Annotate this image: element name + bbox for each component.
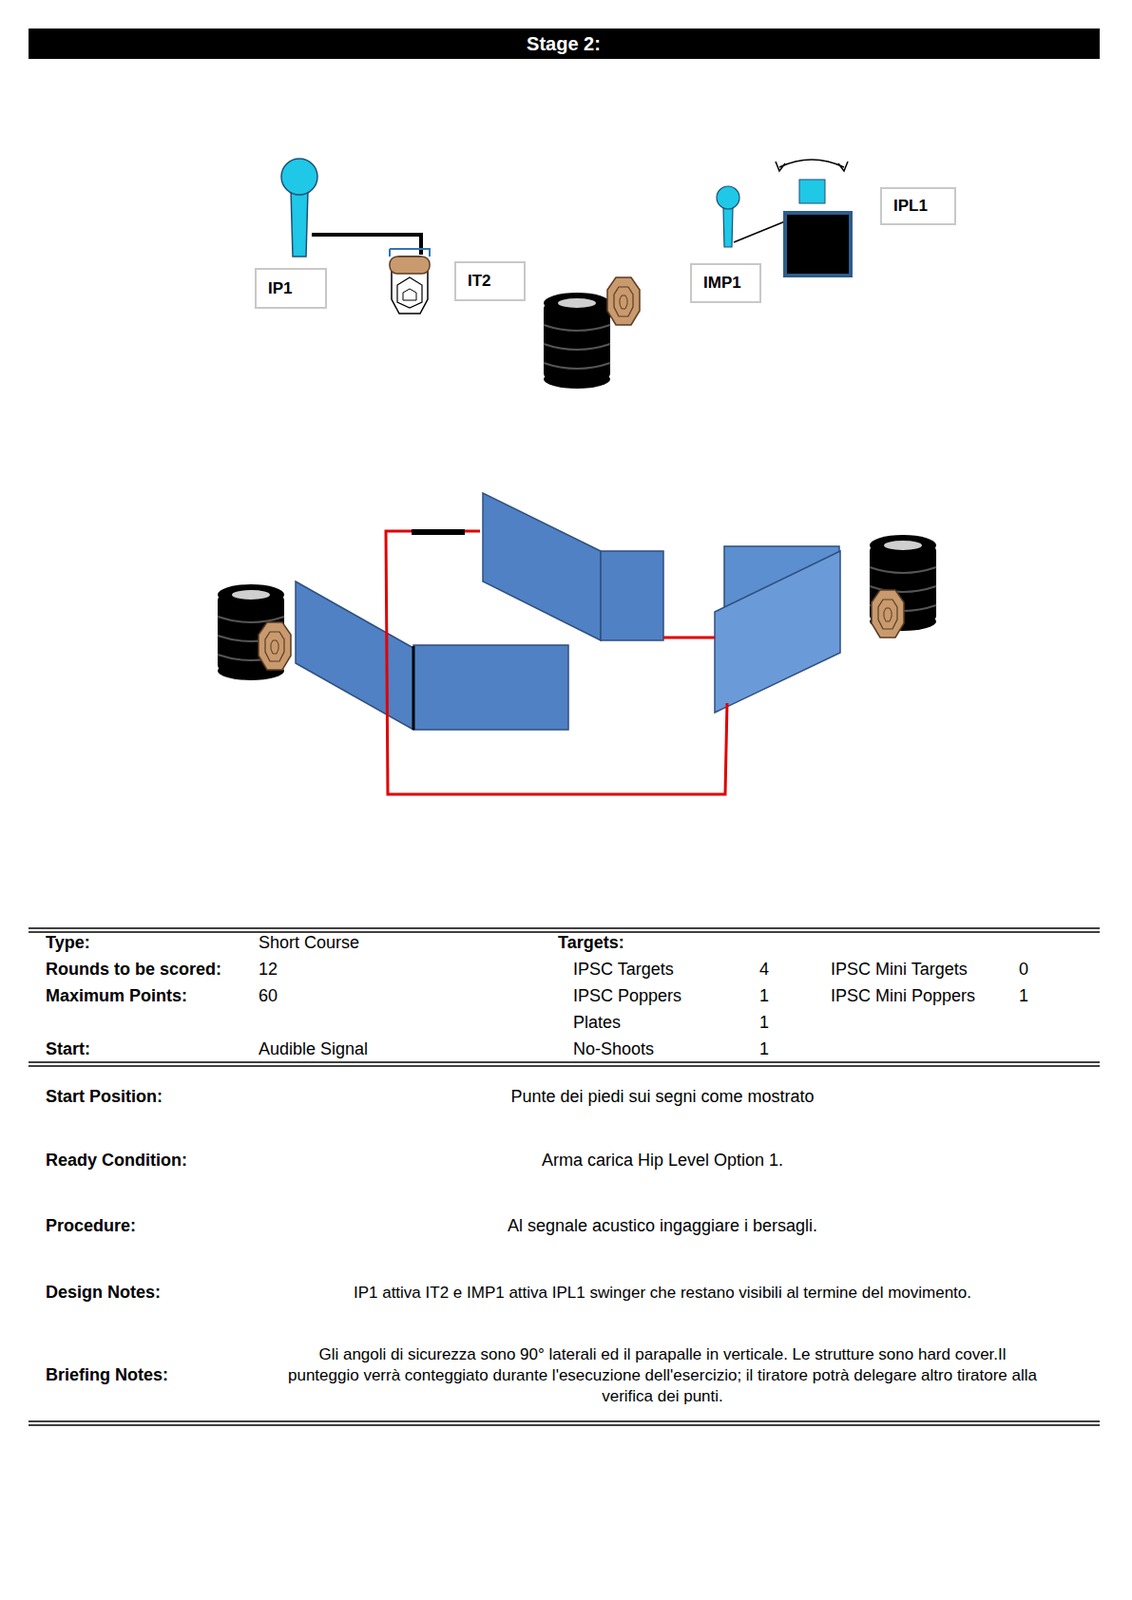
field-value: Arma carica Hip Level Option 1.	[541, 1150, 784, 1172]
target-id: IMP1	[703, 273, 760, 293]
field-name: Start Position:	[45, 1086, 163, 1109]
popper-ip1	[281, 158, 318, 257]
field-value: Punte dei piedi sui segni come mostrato	[510, 1086, 814, 1109]
field-name: Rounds to be scored:	[45, 959, 222, 981]
table-rules	[28, 928, 1100, 1426]
field-value: 1	[759, 985, 769, 1008]
field-value: 12	[258, 959, 278, 981]
target-label-box: IP1	[254, 268, 327, 309]
field-name: Targets:	[557, 932, 625, 955]
field-value: 1	[759, 1012, 769, 1035]
swinger-box	[785, 212, 851, 276]
field-name: Maximum Points:	[45, 985, 188, 1008]
ipsc-target	[871, 590, 904, 638]
field-value: IPSC Mini Targets	[830, 959, 968, 981]
target-label-box: IPL1	[880, 187, 957, 226]
fault-lines	[385, 531, 728, 795]
barricades	[295, 493, 841, 730]
activation-wire	[733, 221, 786, 243]
field-value: 4	[759, 959, 769, 981]
swinger-it2	[389, 249, 430, 314]
target-id: IPL1	[893, 196, 955, 216]
field-name: Ready Condition:	[45, 1150, 188, 1172]
field-name: Procedure:	[45, 1215, 136, 1238]
field-value: Plates	[573, 1012, 621, 1035]
field-value: Audible Signal	[258, 1038, 368, 1061]
field-value: IPSC Targets	[573, 959, 674, 981]
swing-arrow	[779, 159, 845, 168]
tire-stack	[543, 292, 611, 389]
field-value: IPSC Poppers	[573, 985, 682, 1008]
field-name: Start:	[45, 1038, 91, 1061]
field-value: Gli angoli di sicurezza sono 90° lateral…	[282, 1344, 1043, 1408]
start-mark	[411, 529, 465, 536]
steel-plate	[799, 179, 826, 204]
field-value: Short Course	[258, 932, 360, 955]
target-label-box: IMP1	[690, 263, 762, 304]
field-name: Type:	[45, 932, 91, 955]
ipsc-target	[607, 277, 640, 326]
field-value: IP1 attiva IT2 e IMP1 attiva IPL1 swinge…	[234, 1283, 1091, 1305]
target-id: IP1	[268, 279, 326, 299]
field-value: 0	[1018, 959, 1029, 981]
field-value: No-Shoots	[573, 1038, 654, 1061]
field-value: 1	[759, 1038, 769, 1061]
field-value: 1	[1018, 985, 1029, 1008]
target-label-box: IT2	[454, 261, 526, 302]
field-name: Design Notes:	[45, 1282, 161, 1305]
mini-popper-imp1	[716, 186, 740, 248]
field-value: Al segnale acustico ingaggiare i bersagl…	[507, 1215, 818, 1238]
field-value: IPSC Mini Poppers	[830, 985, 976, 1008]
title-bar	[28, 28, 1100, 59]
field-name: Briefing Notes:	[45, 1364, 169, 1387]
activation-wire	[311, 234, 422, 255]
stage-title: Stage 2:	[526, 33, 601, 56]
field-value: 60	[258, 985, 278, 1008]
target-id: IT2	[467, 271, 524, 291]
ipsc-target	[258, 622, 291, 671]
